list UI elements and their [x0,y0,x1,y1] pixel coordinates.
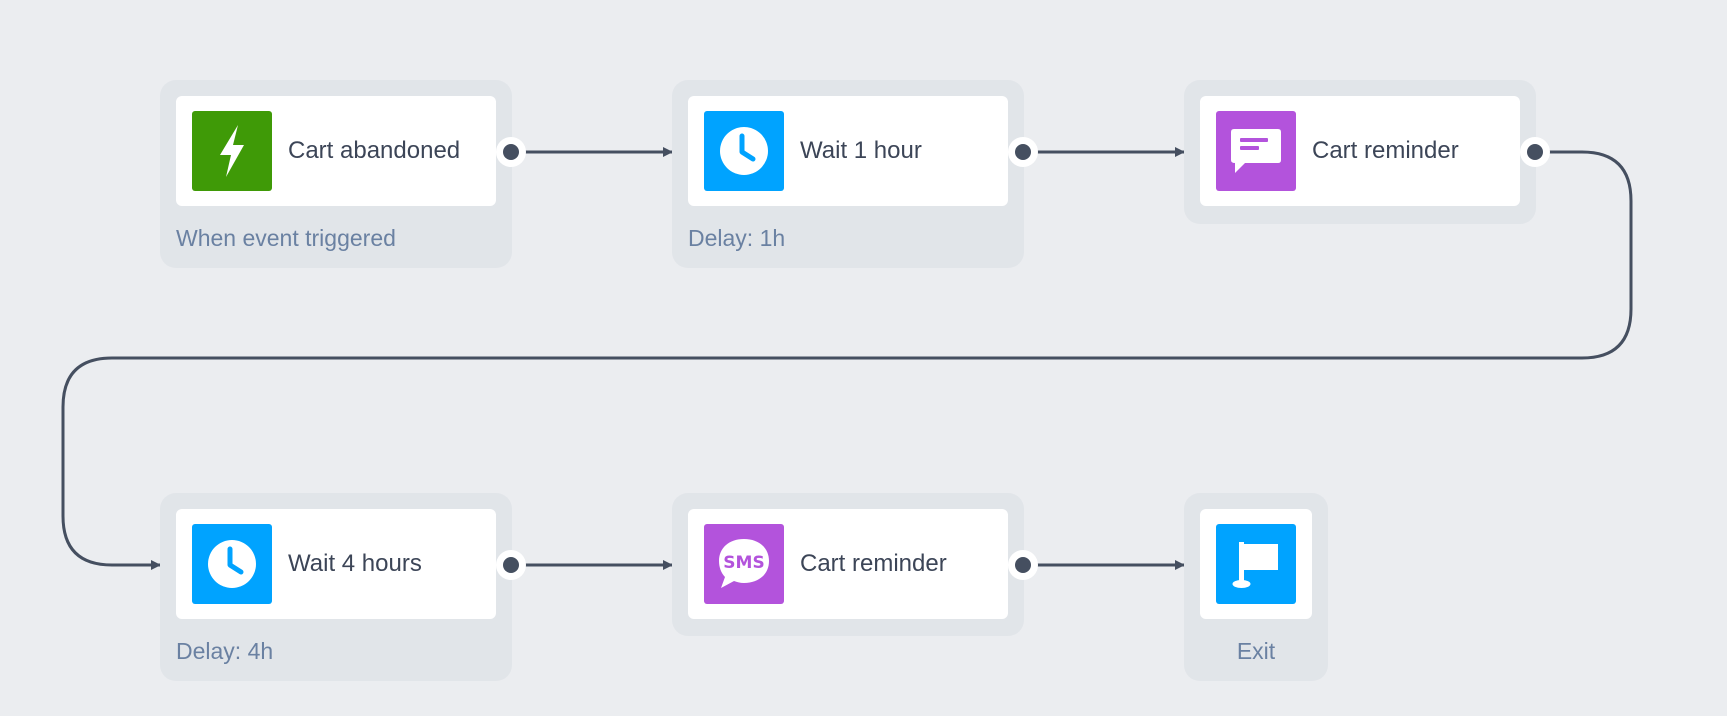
node-card[interactable]: Cart abandoned [176,96,496,206]
node-card[interactable]: Cart reminder [1200,96,1520,206]
output-port[interactable] [496,550,526,580]
message-icon-tile [1216,111,1296,191]
node-title: Cart reminder [1312,137,1459,164]
node-wait-4-hours[interactable]: Wait 4 hours Delay: 4h [160,493,526,681]
node-subtitle: When event triggered [176,225,396,251]
node-wait-1-hour[interactable]: Wait 1 hour Delay: 1h [672,80,1038,268]
node-title: Wait 4 hours [288,550,422,577]
output-port[interactable] [1008,137,1038,167]
exit-icon-tile [1216,524,1296,604]
node-exit[interactable]: Exit [1184,493,1328,681]
sms-icon: SMS [719,539,769,588]
node-subtitle: Exit [1236,638,1276,664]
node-title: Wait 1 hour [800,137,922,164]
trigger-icon-tile [192,111,272,191]
edge-email-reminder-to-wait-4h[interactable] [61,150,1633,570]
output-port[interactable] [1008,550,1038,580]
node-card[interactable]: SMS Cart reminder [688,509,1008,619]
output-port[interactable] [1520,137,1550,167]
node-card[interactable] [1200,509,1312,619]
node-subtitle: Delay: 1h [688,225,786,251]
node-cart-abandoned[interactable]: Cart abandoned When event triggered [160,80,526,268]
delay-icon-tile [704,111,784,191]
chat-message-icon [1231,129,1281,173]
node-card[interactable]: Wait 4 hours [176,509,496,619]
delay-icon-tile [192,524,272,604]
clock-icon [208,540,256,588]
flag-icon [1232,542,1278,588]
node-subtitle: Delay: 4h [176,638,274,664]
node-cart-reminder-message[interactable]: Cart reminder [1184,80,1550,224]
node-title: Cart abandoned [288,137,461,164]
clock-icon [720,127,768,175]
node-cart-reminder-sms[interactable]: SMS Cart reminder [672,493,1038,636]
node-card[interactable]: Wait 1 hour [688,96,1008,206]
output-port[interactable] [496,137,526,167]
sms-icon-tile: SMS [704,524,784,604]
sms-icon-text: SMS [723,553,764,573]
node-title: Cart reminder [800,550,947,577]
lightning-icon [220,125,244,177]
